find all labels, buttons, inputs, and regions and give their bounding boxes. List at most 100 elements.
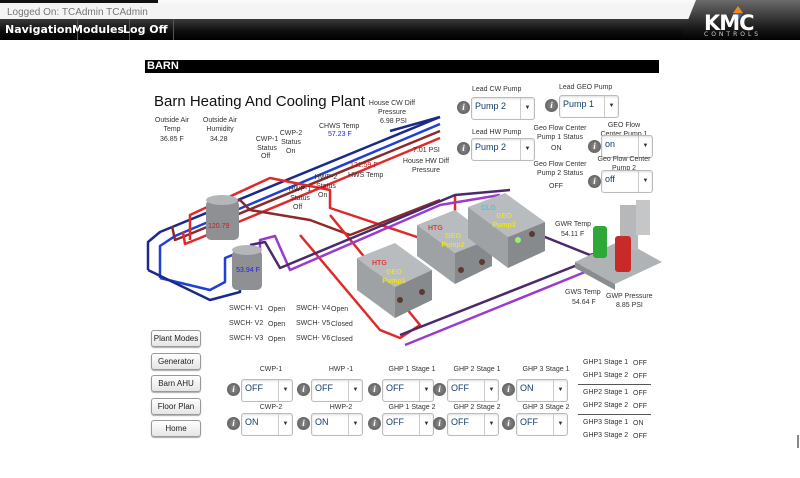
chevron-down-icon: ▼ bbox=[484, 380, 498, 401]
valve-v5-label: SWCH- V5 bbox=[296, 320, 331, 327]
barn-ahu-button[interactable]: Barn AHU bbox=[151, 375, 201, 392]
logo-diamond-top bbox=[733, 6, 743, 13]
pump-select-value: OFF bbox=[451, 417, 469, 427]
stage-status-label: GHP3 Stage 1 bbox=[583, 419, 629, 426]
info-icon[interactable]: i bbox=[227, 383, 240, 396]
nav-navigation[interactable]: Navigation bbox=[0, 19, 79, 40]
hot-water-tank bbox=[206, 195, 239, 240]
logo-text: KMC bbox=[704, 11, 755, 35]
pump-select-label: GHP 2 Stage 1 bbox=[453, 366, 501, 373]
valve-v6-state: Closed bbox=[331, 336, 353, 343]
info-icon[interactable]: i bbox=[227, 417, 240, 430]
info-icon[interactable]: i bbox=[502, 417, 515, 430]
info-icon[interactable]: i bbox=[433, 383, 446, 396]
chevron-down-icon: ▼ bbox=[553, 414, 567, 435]
nav-log-off[interactable]: Log Off bbox=[118, 19, 174, 40]
pump-select[interactable]: OFF▼ bbox=[311, 379, 363, 402]
pump-select-value: OFF bbox=[451, 383, 469, 393]
info-icon[interactable]: i bbox=[368, 417, 381, 430]
cold-tank-temp: 53.94 F bbox=[236, 267, 260, 274]
plant-modes-button[interactable]: Plant Modes bbox=[151, 330, 201, 347]
stage-status-value: OFF bbox=[633, 403, 647, 410]
chevron-down-icon: ▼ bbox=[638, 136, 652, 157]
valve-v2-label: SWCH- V2 bbox=[229, 320, 264, 327]
info-icon[interactable]: i bbox=[588, 140, 601, 153]
pump-select[interactable]: OFF ▼ bbox=[516, 413, 568, 436]
info-icon[interactable]: i bbox=[457, 142, 470, 155]
gwp-pressure-value: 8.85 PSI bbox=[616, 302, 643, 309]
stage-status-label: GHP2 Stage 2 bbox=[583, 402, 629, 409]
home-button[interactable]: Home bbox=[151, 420, 201, 437]
lead-geo-select[interactable]: Pump 1▼ bbox=[559, 95, 619, 118]
pump-select-label: GHP 1 Stage 1 bbox=[388, 366, 436, 373]
stage-status-label: GHP3 Stage 2 bbox=[583, 432, 629, 439]
valve-v2-state: Open bbox=[268, 321, 286, 328]
logo-subtext: CONTROLS bbox=[704, 31, 762, 38]
outside-air-humidity-value: 34.28 bbox=[210, 136, 228, 143]
lead-hw-select[interactable]: Pump 2▼ bbox=[471, 138, 535, 161]
scrollbar-edge[interactable] bbox=[797, 435, 799, 448]
floor-plan-button[interactable]: Floor Plan bbox=[151, 398, 201, 415]
stage-status-label: GHP1 Stage 2 bbox=[583, 372, 629, 379]
info-icon[interactable]: i bbox=[457, 101, 470, 114]
pump-select[interactable]: OFF▼ bbox=[382, 413, 434, 436]
pump-select-value: OFF bbox=[520, 417, 538, 427]
geo-flow-p2-select[interactable]: off▼ bbox=[601, 170, 653, 193]
hws-temp-label: HWS Temp bbox=[348, 172, 384, 179]
outside-air-temp-label: Outside Air Temp bbox=[154, 117, 190, 133]
chevron-down-icon: ▼ bbox=[520, 98, 534, 119]
geo-flow-p2-status-value: OFF bbox=[549, 183, 563, 190]
generator-button[interactable]: Generator bbox=[151, 353, 201, 370]
pump-select-value: ON bbox=[315, 417, 329, 427]
logged-on-text: Logged On: TCAdmin TCAdmin bbox=[7, 7, 148, 18]
pump-select[interactable]: OFF▼ bbox=[382, 379, 434, 402]
chevron-down-icon: ▼ bbox=[419, 380, 433, 401]
pump-select[interactable]: OFF▼ bbox=[447, 413, 499, 436]
stage-status-value: OFF bbox=[633, 360, 647, 367]
lead-cw-select[interactable]: Pump 2▼ bbox=[471, 97, 535, 120]
geo-flow-p2-status-label: Geo Flow Center Pump 2 Status bbox=[533, 161, 587, 177]
pump-select[interactable]: OFF▼ bbox=[241, 379, 293, 402]
chevron-down-icon: ▼ bbox=[553, 380, 567, 401]
pump-select-label: GHP 1 Stage 2 bbox=[388, 404, 436, 411]
house-hw-diff-value: 7.01 PSI bbox=[413, 147, 440, 154]
pipe-cold-loop-2 bbox=[147, 262, 242, 302]
valve-v6-label: SWCH- V6 bbox=[296, 335, 331, 342]
cwp2-status-value: On bbox=[286, 148, 296, 155]
pump-select[interactable]: ON▼ bbox=[241, 413, 293, 436]
top-accent-line bbox=[0, 0, 158, 3]
pump-select-value: ON bbox=[520, 383, 534, 393]
chevron-down-icon: ▼ bbox=[419, 414, 433, 435]
pump-select-label: HWP-2 bbox=[329, 404, 353, 411]
pump-select[interactable]: ON▼ bbox=[311, 413, 363, 436]
geo-flow-p1-status-label: Geo Flow Center Pump 1 Status bbox=[533, 125, 587, 141]
hp3-name: GEO Pump3 bbox=[492, 213, 516, 229]
info-icon[interactable]: i bbox=[433, 417, 446, 430]
nav-modules[interactable]: Modules bbox=[67, 19, 130, 40]
chws-temp-label: CHWS Temp bbox=[319, 123, 360, 130]
outside-air-humidity-label: Outside Air Humidity bbox=[202, 117, 238, 133]
info-icon[interactable]: i bbox=[297, 383, 310, 396]
info-icon[interactable]: i bbox=[502, 383, 515, 396]
pump-select[interactable]: OFF ▼ bbox=[447, 379, 499, 402]
hwp2-status-label: HWP-2 Status bbox=[314, 174, 338, 190]
info-icon[interactable]: i bbox=[588, 175, 601, 188]
chevron-down-icon: ▼ bbox=[278, 380, 292, 401]
geo-flow-p1-select-label: GEO Flow Center Pump 1 bbox=[600, 122, 647, 138]
pipe-cold-loop bbox=[159, 250, 241, 292]
info-icon[interactable]: i bbox=[297, 417, 310, 430]
chevron-down-icon: ▼ bbox=[604, 96, 618, 117]
geo-flow-p1-select[interactable]: on▼ bbox=[601, 135, 653, 158]
geo-flow-p2-select-label: Geo Flow Center Pump 2 bbox=[597, 156, 651, 172]
info-icon[interactable]: i bbox=[545, 99, 558, 112]
lead-hw-label: Lead HW Pump bbox=[472, 129, 522, 136]
hp1-name: GEO Pump1 bbox=[382, 269, 406, 285]
pump-select-label: CWP-2 bbox=[259, 404, 283, 411]
hp2-mode: HTG bbox=[428, 225, 443, 232]
hp1-mode: HTG bbox=[372, 260, 387, 267]
pump-select[interactable]: ON ▼ bbox=[516, 379, 568, 402]
valve-v1-label: SWCH- V1 bbox=[229, 305, 264, 312]
gws-temp-value: 54.64 F bbox=[572, 299, 596, 306]
lead-cw-label: Lead CW Pump bbox=[472, 86, 522, 93]
info-icon[interactable]: i bbox=[368, 383, 381, 396]
